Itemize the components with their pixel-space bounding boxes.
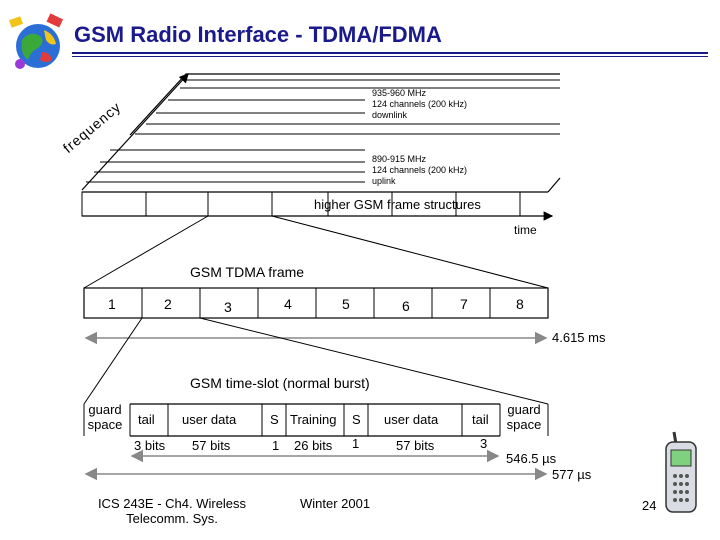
footer-course-line1: ICS 243E - Ch4. Wireless	[97, 496, 247, 511]
burst-title: GSM time-slot (normal burst)	[190, 375, 370, 391]
tdma-slot-6: 6	[402, 298, 410, 314]
globe-logo-icon	[8, 13, 64, 69]
tdma-duration-label: 4.615 ms	[552, 330, 606, 345]
downlink-channels-text: 124 channels (200 kHz)	[372, 99, 468, 109]
bits-tail-right: 3	[480, 436, 488, 451]
burst-field-s-right: S	[352, 412, 361, 427]
burst-field-s-left: S	[270, 412, 279, 427]
slide-title: GSM Radio Interface - TDMA/FDMA	[74, 22, 442, 47]
guard-right-line2: space	[506, 417, 542, 432]
tdma-slot-1: 1	[108, 296, 116, 312]
guard-right-line1: guard	[507, 402, 541, 417]
tdma-slot-5: 5	[342, 296, 350, 312]
guard-left-line2: space	[87, 417, 123, 432]
burst-field-tail-left: tail	[138, 412, 155, 427]
slot-duration-label: 546.5 µs	[506, 451, 557, 466]
guard-space-right: guard space	[500, 402, 548, 432]
footer-term: Winter 2001	[300, 496, 371, 511]
downlink-label: 935-960 MHz 124 channels (200 kHz) downl…	[372, 88, 467, 121]
guard-space-left: guard space	[84, 402, 126, 432]
time-axis-label: time	[514, 223, 537, 237]
tdma-slot-2: 2	[164, 296, 172, 312]
footer-course-line2: Telecomm. Sys.	[126, 511, 218, 526]
bits-s-right: 1	[352, 436, 360, 451]
downlink-dir-text: downlink	[372, 110, 408, 120]
footer-course: ICS 243E - Ch4. Wireless Telecomm. Sys.	[84, 496, 260, 526]
bits-user-data-left: 57 bits	[192, 438, 231, 453]
title-rule-thin	[72, 56, 708, 57]
downlink-band-text: 935-960 MHz	[372, 88, 427, 98]
tdma-slot-7: 7	[460, 296, 468, 312]
burst-field-tail-right: tail	[472, 412, 489, 427]
page-number: 24	[642, 498, 657, 513]
tdma-slot-4: 4	[284, 296, 292, 312]
tdma-slot-8: 8	[516, 296, 524, 312]
total-duration-label: 577 µs	[552, 467, 592, 482]
bits-tail-left: 3 bits	[134, 438, 166, 453]
uplink-label: 890-915 MHz 124 channels (200 kHz) uplin…	[372, 154, 467, 187]
uplink-channels-text: 124 channels (200 kHz)	[372, 165, 468, 175]
burst-field-training: Training	[290, 412, 337, 427]
bits-user-data-right: 57 bits	[396, 438, 435, 453]
frequency-axis	[81, 73, 189, 191]
burst-field-user-data-right: user data	[384, 412, 439, 427]
tdma-slot-3: 3	[224, 299, 232, 315]
bits-s-left: 1	[272, 438, 280, 453]
uplink-dir-text: uplink	[372, 176, 396, 186]
tdma-frame-title: GSM TDMA frame	[190, 264, 305, 280]
higher-frame-structures-label: higher GSM frame structures	[314, 197, 481, 212]
uplink-band-text: 890-915 MHz	[372, 154, 427, 164]
downlink-band	[129, 73, 560, 136]
title-rule	[72, 52, 708, 54]
guard-left-line1: guard	[88, 402, 122, 417]
mobile-phone-icon	[665, 431, 697, 513]
burst-field-user-data-left: user data	[182, 412, 237, 427]
bits-training: 26 bits	[294, 438, 333, 453]
